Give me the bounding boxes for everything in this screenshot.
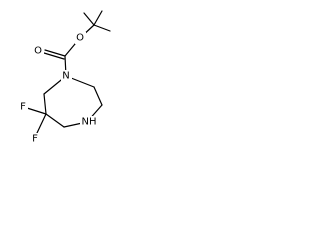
ring-nitrogen-boc-label-bg (61, 70, 72, 82)
bond-cf2-f2 (36, 113, 47, 134)
bond-tbu-ch3-top (93, 10, 103, 26)
ester-oxygen-label: O (76, 33, 84, 44)
bond-cf2-f1 (26, 107, 47, 115)
carbonyl-oxygen-label-bg (33, 45, 44, 57)
bond-tbu-ch3-right (93, 24, 111, 32)
bond-ring-ch2-cf2 (45, 113, 65, 128)
ring-nitrogen-h-label-bg (80, 116, 98, 128)
bond-carbonyl-double-a (44, 49, 66, 57)
molecule-structure: O O N NH F F (18, 10, 111, 145)
bond-ring-ch2-ch2-right (93, 86, 103, 106)
fluorine-1-label-bg (18, 101, 28, 113)
bond-carbonyl-double-b (43, 52, 65, 60)
fluorine-1-label: F (20, 102, 26, 113)
fluorine-2-label: F (32, 134, 38, 145)
carbonyl-oxygen-label: O (34, 46, 42, 57)
ester-oxygen-label-bg (75, 32, 86, 44)
bond-ring-cf2-ch2-left (43, 93, 47, 115)
ring-nitrogen-h-label: NH (82, 117, 97, 128)
ring-nitrogen-boc-label: N (62, 71, 69, 82)
bond-tbu-ch3-left (83, 12, 95, 26)
fluorine-2-label-bg (30, 133, 40, 145)
